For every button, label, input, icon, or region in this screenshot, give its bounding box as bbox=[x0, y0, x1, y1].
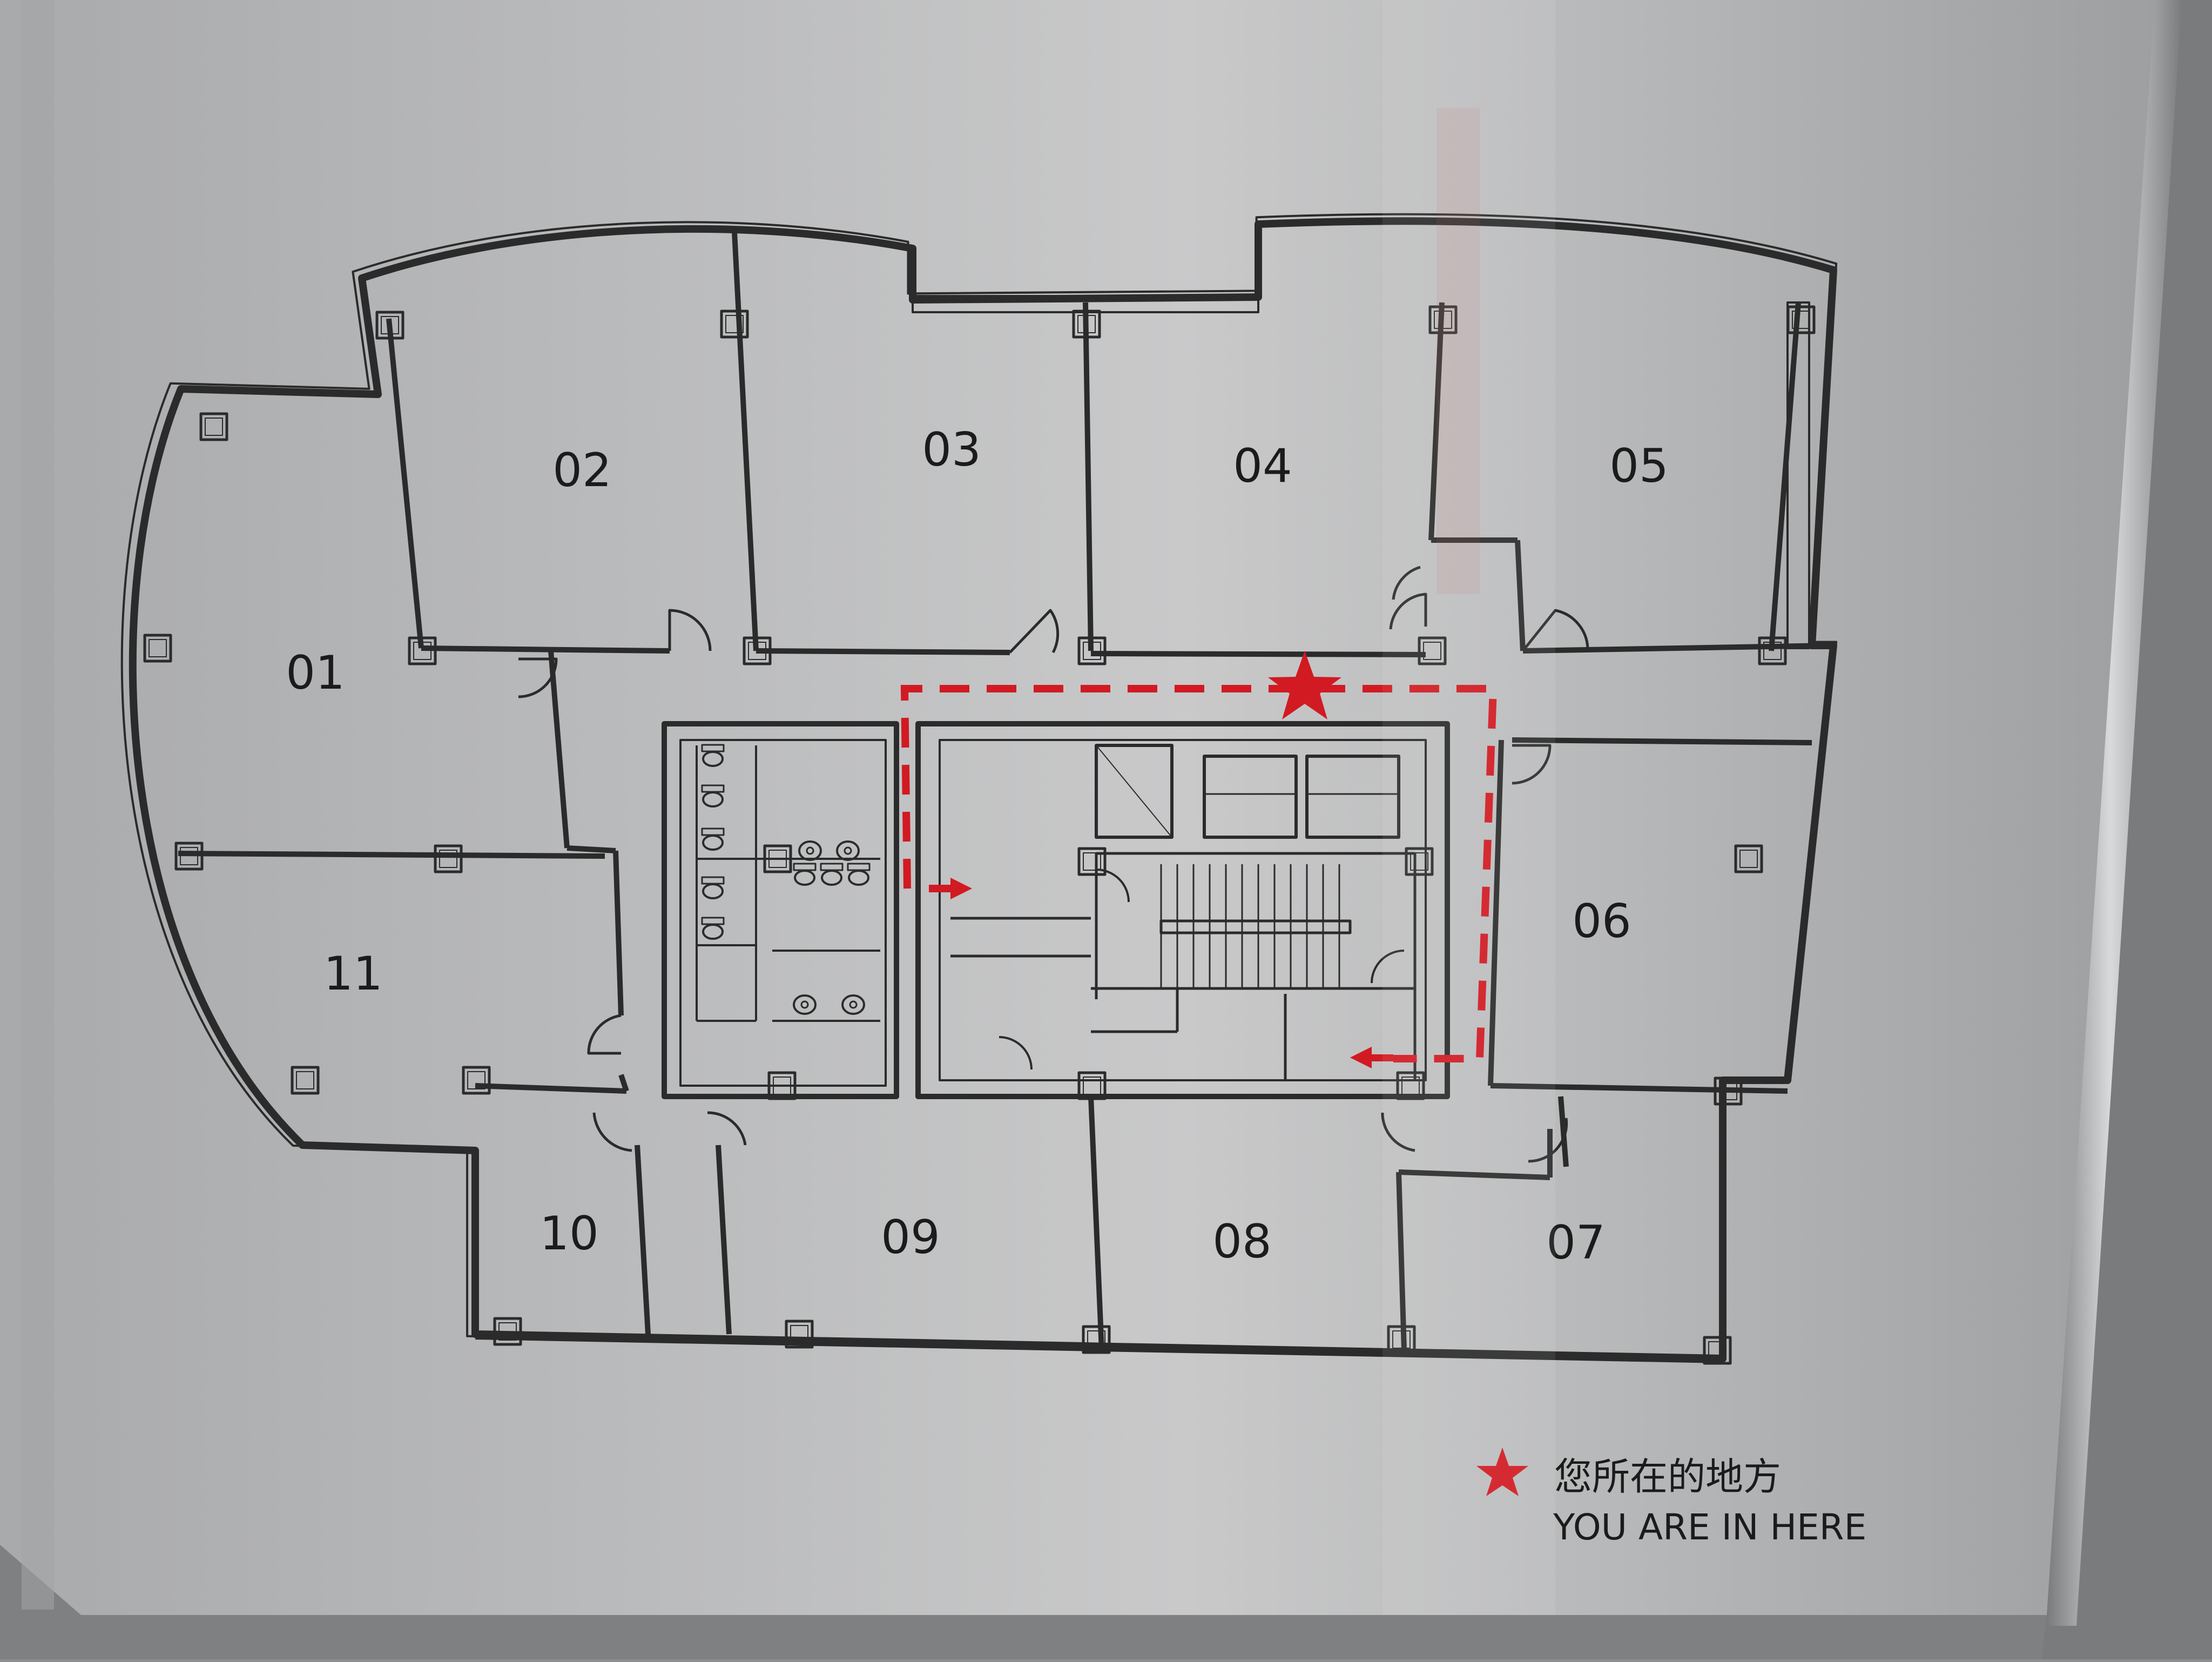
room-label-09: 09 bbox=[881, 1210, 940, 1264]
red-reflection bbox=[1437, 108, 1480, 594]
stair-treads bbox=[1160, 864, 1340, 988]
room-label-08: 08 bbox=[1212, 1215, 1271, 1269]
outer-wall bbox=[120, 213, 1838, 1362]
room-label-07: 07 bbox=[1546, 1216, 1605, 1270]
evacuation-route bbox=[900, 685, 1498, 1062]
room-label-04: 04 bbox=[1233, 439, 1292, 493]
room-label-10: 10 bbox=[539, 1207, 598, 1261]
door-swings bbox=[518, 566, 1589, 1163]
sheen-band bbox=[1382, 0, 1555, 1615]
you-are-here-star-icon bbox=[1268, 651, 1341, 719]
floor-plan bbox=[120, 213, 1838, 1363]
elevator-stair-core bbox=[915, 721, 1450, 1099]
restroom-block bbox=[662, 721, 899, 1099]
legend: 您所在的地方 YOU ARE IN HERE bbox=[1476, 1448, 1866, 1548]
route-arrows bbox=[929, 878, 1393, 1068]
arrow-right-icon bbox=[929, 878, 972, 899]
partition-walls bbox=[178, 232, 1831, 1351]
left-rim bbox=[22, 0, 54, 1610]
sign-plate bbox=[0, 0, 2155, 1615]
room-label-05: 05 bbox=[1609, 439, 1668, 493]
room-label-02: 02 bbox=[552, 443, 611, 497]
legend-label-cn: 您所在的地方 bbox=[1554, 1455, 1781, 1499]
arrow-left-shaft bbox=[1372, 1054, 1393, 1061]
room-label-01: 01 bbox=[286, 646, 345, 700]
legend-star-icon bbox=[1476, 1448, 1528, 1496]
right-rim bbox=[2039, 0, 2182, 1626]
room-label-03: 03 bbox=[922, 423, 981, 477]
legend-label-en: YOU ARE IN HERE bbox=[1553, 1506, 1866, 1548]
arrow-left-head-icon bbox=[1350, 1047, 1372, 1068]
room-labels: 01 02 03 04 05 06 07 08 09 10 11 bbox=[286, 423, 1668, 1270]
plate-bottom-edge bbox=[0, 1545, 2047, 1659]
room-label-11: 11 bbox=[323, 947, 382, 1001]
room-label-06: 06 bbox=[1572, 894, 1631, 948]
